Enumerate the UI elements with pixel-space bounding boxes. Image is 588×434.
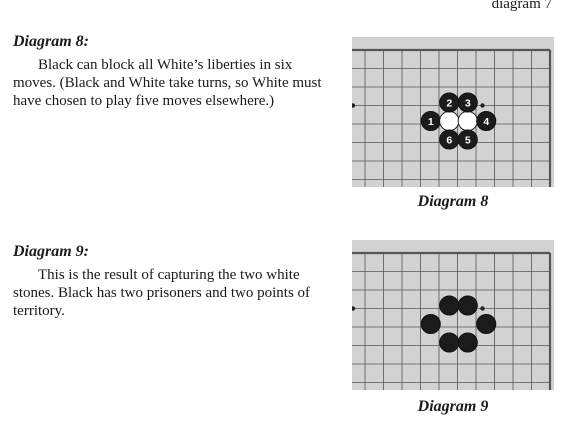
- star-point: [350, 103, 356, 108]
- star-point: [480, 103, 485, 108]
- diagram-9-heading: Diagram 9:: [13, 243, 89, 260]
- black-stone: [439, 295, 460, 316]
- black-stone: [476, 313, 497, 335]
- black-stone: [476, 110, 497, 132]
- black-stone: [457, 295, 478, 316]
- stone-move-number: 4: [483, 116, 489, 128]
- white-stone: [439, 110, 460, 132]
- black-stone: [439, 332, 460, 353]
- diagram-8-board: 1 4 2 3 6 5: [350, 37, 554, 187]
- diagram-9-board: [350, 240, 554, 390]
- diagram-8-heading: Diagram 8:: [13, 33, 89, 50]
- black-stone: [420, 313, 441, 335]
- stone-move-number: 5: [465, 134, 471, 146]
- top-fragment: diagram 7: [491, 0, 552, 12]
- stone-move-number: 2: [446, 97, 452, 109]
- white-stone: [457, 110, 478, 132]
- diagram-8-description: Black can block all White’s liberties in…: [13, 57, 322, 109]
- stone-move-number: 6: [446, 134, 452, 146]
- stone-move-number: 1: [428, 116, 434, 128]
- diagram-9-caption: Diagram 9: [417, 398, 489, 415]
- star-point: [350, 306, 356, 311]
- board-background: [352, 240, 554, 390]
- stone-move-number: 3: [465, 97, 471, 109]
- black-stone: [457, 129, 478, 150]
- diagram-8-caption: Diagram 8: [417, 193, 489, 210]
- black-stone: [457, 332, 478, 353]
- star-point: [480, 306, 485, 311]
- diagram-9-description: This is the result of capturing the two …: [13, 267, 311, 319]
- black-stone: [457, 92, 478, 113]
- go-board: 1 4 2 3 6 5: [350, 37, 554, 187]
- go-board: [350, 240, 554, 390]
